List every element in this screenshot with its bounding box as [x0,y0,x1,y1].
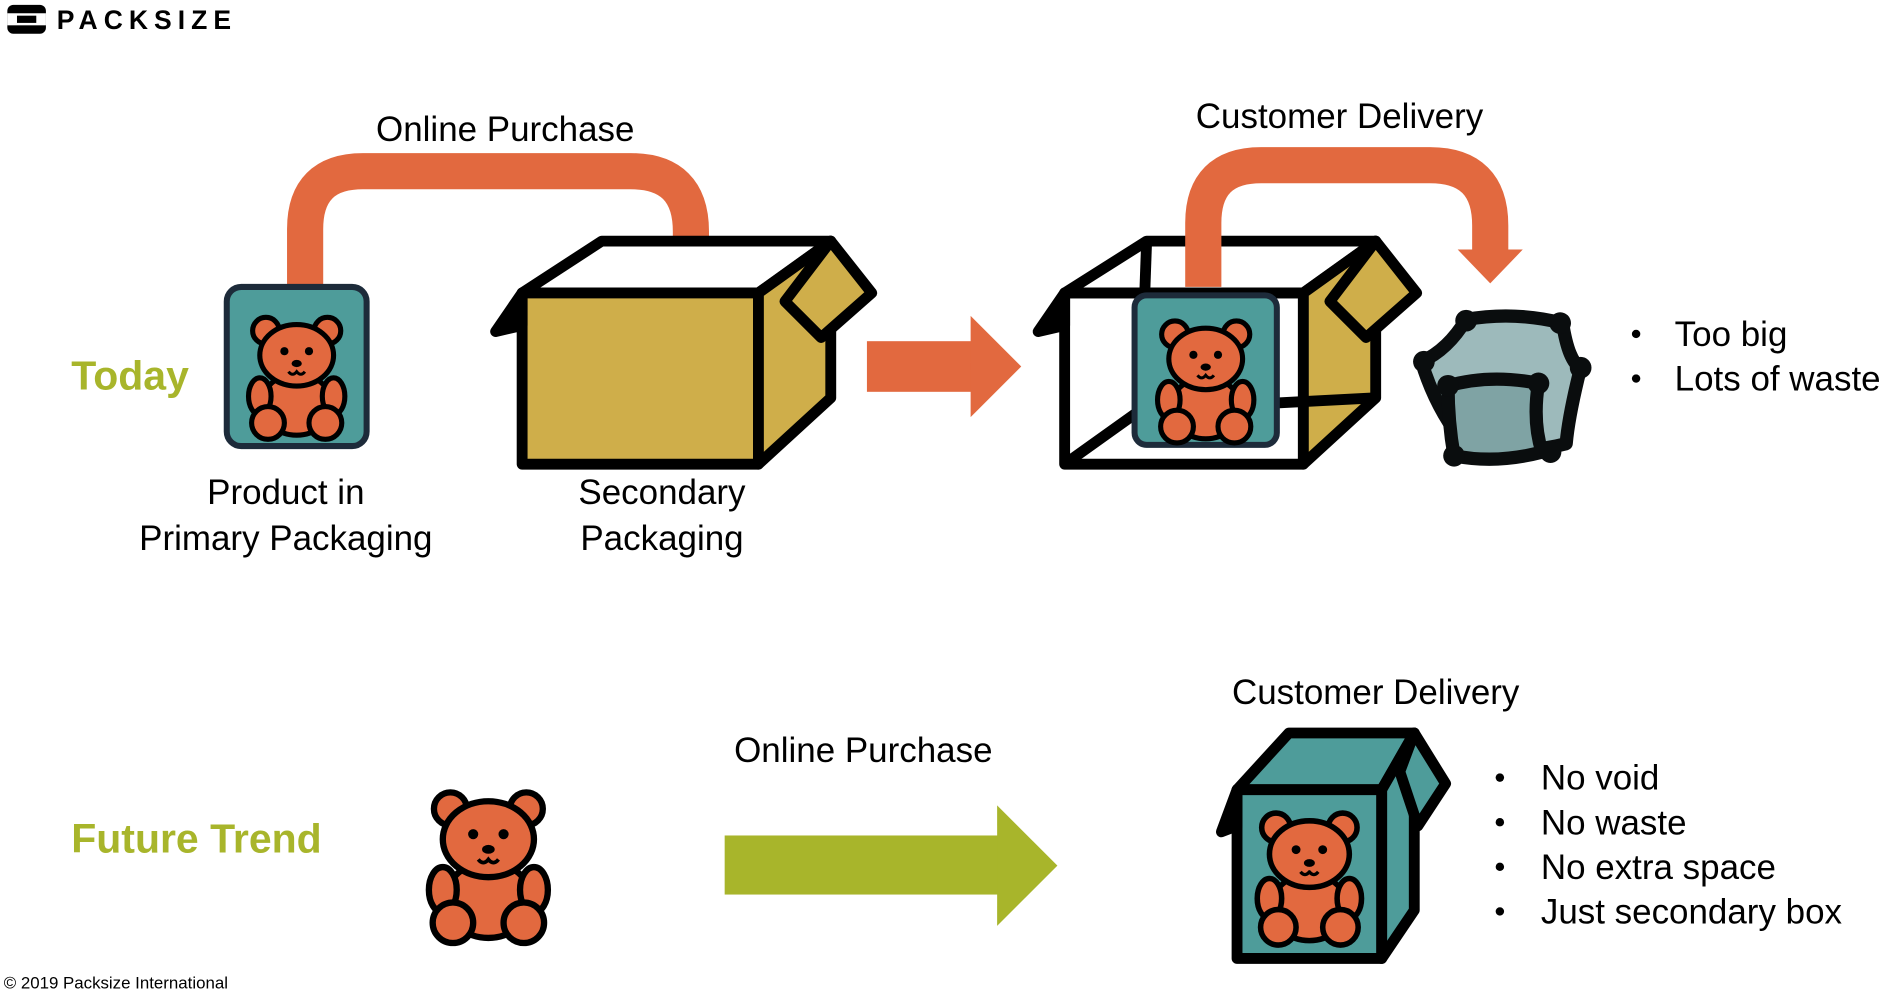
future-online-purchase-label: Online Purchase [734,731,992,770]
future-bullets: No void No waste No extra space Just sec… [1495,759,1843,931]
future-trend-label: Future Trend [71,815,321,861]
bullet-too-big: Too big [1675,315,1788,354]
curved-arrow-customer-delivery [1185,147,1523,287]
bullet-just-secondary-box: Just secondary box [1541,892,1843,931]
logo-text: PACKSIZE [57,5,237,35]
today-bullets: Too big Lots of waste [1631,315,1881,399]
bullet-lots-of-waste: Lots of waste [1675,360,1881,399]
right-arrow-green [724,805,1058,926]
bullet-no-extra-space: No extra space [1541,848,1776,887]
product-label-line2: Primary Packaging [139,519,432,558]
product-label-line1: Product in [207,473,364,512]
customer-delivery-label: Customer Delivery [1196,97,1484,136]
oversized-box-with-product-icon [1032,235,1423,470]
secondary-label-line2: Packaging [580,519,743,558]
air-pillow-void-fill-icon [1413,309,1592,467]
teddy-bear-product-icon [429,792,548,943]
secondary-label-line1: Secondary [578,473,746,512]
future-customer-delivery-label: Customer Delivery [1232,673,1520,712]
bullet-no-waste: No waste [1541,803,1687,842]
copyright-footer: © 2019 Packsize International [4,974,228,991]
product-primary-packaging-icon [223,283,370,450]
online-purchase-label: Online Purchase [376,110,634,149]
packsize-logo: PACKSIZE [7,4,237,35]
right-arrow-orange [866,315,1022,418]
secondary-box-icon [490,235,878,470]
bullet-no-void: No void [1541,759,1660,798]
right-sized-box-icon [1215,727,1452,964]
today-label: Today [71,352,189,398]
